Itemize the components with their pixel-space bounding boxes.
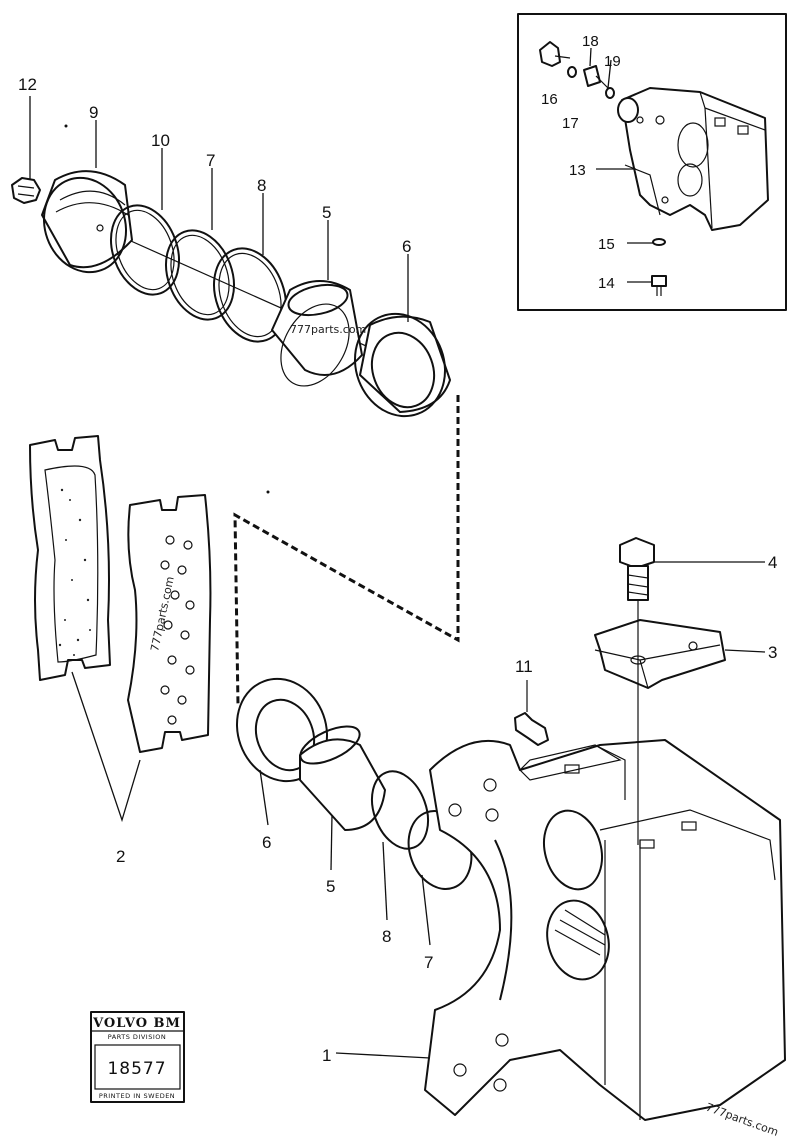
inset-seal bbox=[605, 87, 615, 99]
callout-1: 1 bbox=[322, 1046, 331, 1065]
inset-bleeder-nipple bbox=[539, 41, 571, 67]
part-9-cylinder-cover bbox=[41, 170, 133, 274]
speck bbox=[266, 490, 270, 494]
watermark-corner: 777parts.com bbox=[704, 1101, 780, 1136]
callout-11: 11 bbox=[515, 657, 533, 676]
inset-bolt-14 bbox=[651, 275, 667, 296]
part-5-piston-bottom bbox=[299, 725, 386, 831]
callout-8-bottom: 8 bbox=[382, 927, 391, 946]
callout-9: 9 bbox=[89, 103, 98, 122]
part-11-grease-nipple bbox=[514, 680, 549, 746]
callout-5-top: 5 bbox=[322, 203, 331, 222]
volvo-bm-stamp: VOLVO BM PARTS DIVISION 18577 PRINTED IN… bbox=[90, 1011, 185, 1103]
part-12-bleeder-cap bbox=[11, 177, 41, 204]
callout-5-bottom: 5 bbox=[326, 877, 335, 896]
part-2-brake-pad-right bbox=[127, 494, 212, 753]
inset-screw bbox=[583, 65, 609, 89]
callout-10: 10 bbox=[151, 131, 170, 150]
stamp-number: 18577 bbox=[107, 1059, 166, 1079]
callout-3: 3 bbox=[768, 643, 777, 662]
callout-7-bottom: 7 bbox=[424, 953, 433, 972]
stamp-division: PARTS DIVISION bbox=[108, 1033, 166, 1041]
callout-8-top: 8 bbox=[257, 176, 266, 195]
callout-19: 19 bbox=[604, 53, 621, 70]
callout-4: 4 bbox=[768, 553, 777, 572]
callout-16: 16 bbox=[541, 91, 558, 108]
callout-leaders bbox=[29, 96, 766, 1059]
stamp-printed: PRINTED IN SWEDEN bbox=[99, 1092, 175, 1100]
stamp-brand: VOLVO BM bbox=[92, 1016, 181, 1031]
callout-6-top: 6 bbox=[402, 237, 411, 256]
inset-frame bbox=[517, 13, 787, 311]
callout-6-bottom: 6 bbox=[262, 833, 271, 852]
part-1-caliper-housing bbox=[424, 739, 786, 1121]
callout-14: 14 bbox=[598, 275, 615, 292]
leader-2 bbox=[71, 671, 141, 823]
part-8-ring bbox=[213, 247, 287, 343]
inset-washer bbox=[567, 66, 577, 78]
callout-18: 18 bbox=[582, 33, 599, 50]
part-5-piston-top bbox=[271, 280, 363, 387]
callout-7-top: 7 bbox=[206, 151, 215, 170]
inset-washer-15 bbox=[652, 238, 666, 246]
callout-17: 17 bbox=[562, 115, 579, 132]
callout-labels: 12 9 10 7 8 5 6 2 6 5 8 7 11 4 3 1 18 19… bbox=[18, 33, 777, 1065]
part-7-seal-ring bbox=[165, 229, 235, 321]
callout-12: 12 bbox=[18, 75, 37, 94]
speck bbox=[64, 124, 68, 128]
inset-assembly bbox=[517, 13, 787, 311]
part-2-brake-pad-left bbox=[29, 435, 111, 681]
part-3-wear-plate bbox=[594, 619, 726, 689]
callout-2: 2 bbox=[116, 847, 125, 866]
callout-15: 15 bbox=[598, 236, 615, 253]
inset-caliper-body bbox=[617, 87, 769, 231]
part-4-bolt bbox=[619, 537, 655, 601]
callout-13: 13 bbox=[569, 162, 586, 179]
watermark-piston: 777parts.com bbox=[290, 323, 366, 336]
assembly-dashed-path bbox=[233, 395, 460, 706]
part-8-ring-bottom bbox=[370, 770, 430, 850]
part-6-dust-boot-top bbox=[353, 312, 451, 418]
